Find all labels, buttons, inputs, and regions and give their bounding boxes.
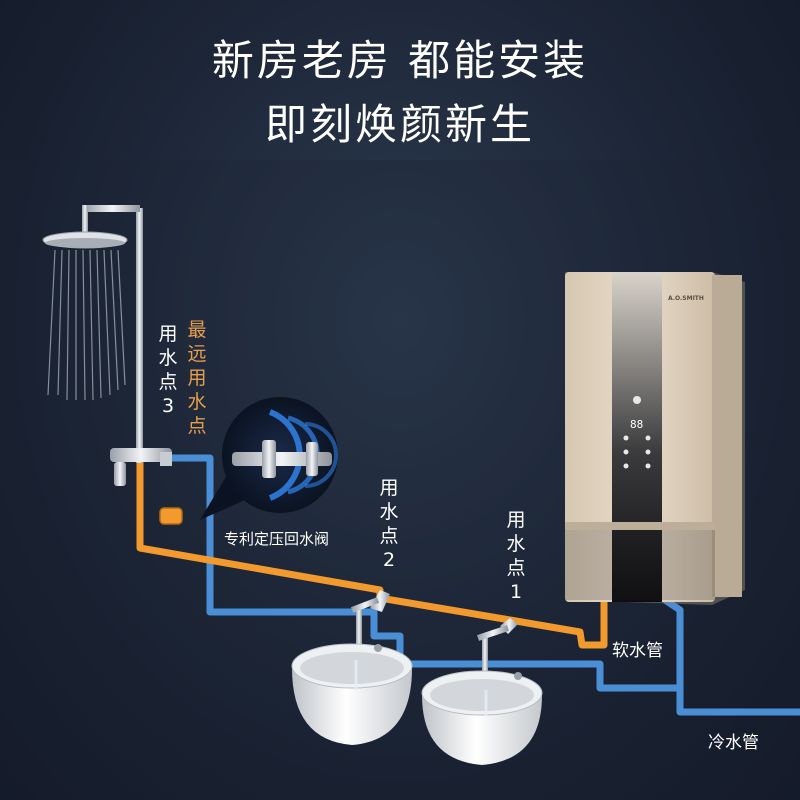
label-return-valve: 专利定压回水阀 (224, 530, 330, 548)
sink-1 (421, 618, 543, 765)
power-icon (633, 396, 641, 404)
headline-line-1: 新房老房 都能安装 (211, 36, 589, 85)
valve-callout (200, 397, 338, 520)
control-buttons (623, 435, 651, 469)
label-farthest-point: 最远用水点 (187, 319, 207, 437)
label-point-2: 用水点2 (379, 477, 399, 571)
headline-line-2: 即刻焕颜新生 (264, 100, 535, 149)
shower-set (42, 205, 172, 486)
label-point-3: 用水点3 (158, 323, 178, 417)
label-point-1: 用水点1 (506, 509, 526, 603)
heater-brand-logo: A.O.SMITH (668, 295, 704, 302)
water-heater: 88 A.O.SMITH (565, 272, 745, 605)
label-soft-pipe: 软水管 (612, 641, 663, 661)
label-cold-pipe: 冷水管 (708, 733, 759, 753)
return-valve-body (159, 507, 183, 525)
water-spray (47, 249, 126, 401)
sink-2 (291, 590, 413, 745)
heater-display: 88 (630, 418, 643, 431)
